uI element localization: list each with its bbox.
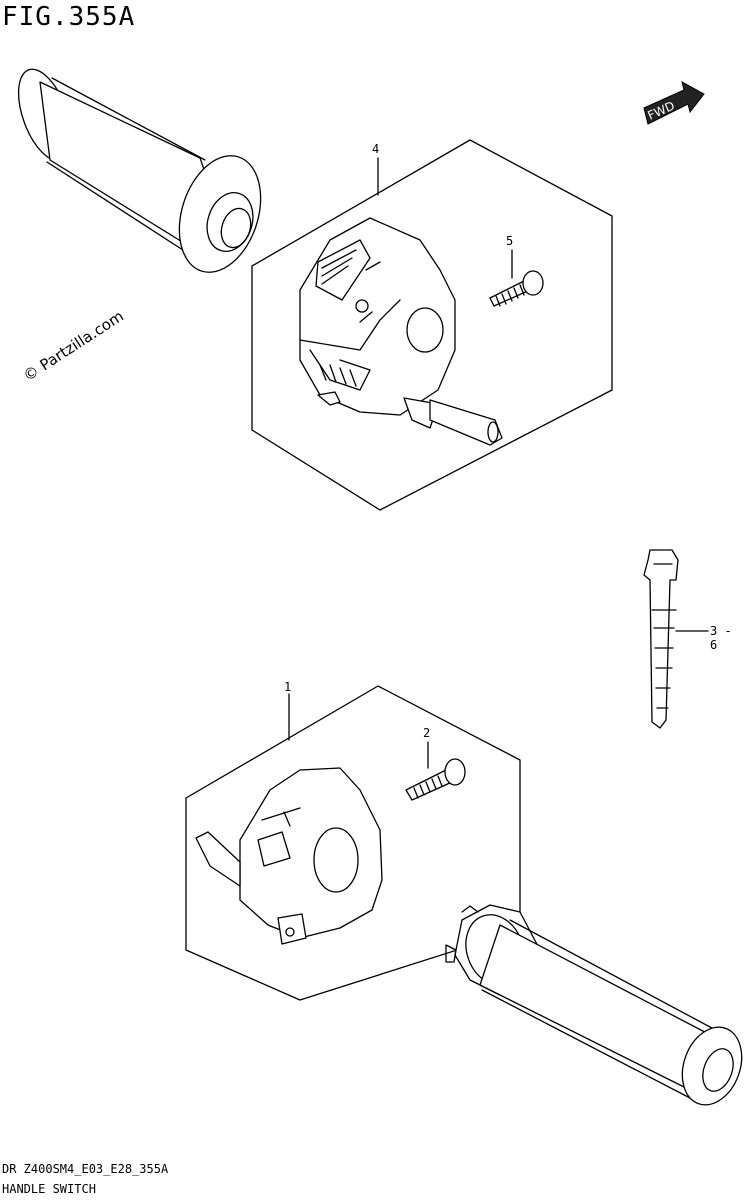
figure-name: HANDLE SWITCH bbox=[2, 1182, 96, 1196]
figure-title: FIG.355A bbox=[2, 2, 136, 32]
grip-upper bbox=[17, 68, 262, 273]
fwd-label: FWD bbox=[646, 99, 677, 123]
handle-switch-right bbox=[299, 217, 503, 446]
grip-lower bbox=[445, 904, 743, 1106]
callout-1: 1 bbox=[284, 680, 292, 694]
screw-2 bbox=[405, 758, 466, 801]
handle-switch-left bbox=[195, 767, 383, 945]
callout-4: 4 bbox=[372, 142, 380, 156]
fwd-arrow-icon: FWD bbox=[643, 81, 705, 125]
callout-3-6: 3 - 6 bbox=[710, 624, 732, 652]
clamp-3-6 bbox=[643, 549, 679, 729]
leader-lines bbox=[288, 157, 709, 769]
group-box-upper bbox=[251, 139, 613, 511]
callout-5: 5 bbox=[506, 234, 514, 248]
screw-5 bbox=[489, 270, 544, 307]
figure-code: DR Z400SM4_E03_E28_355A bbox=[2, 1162, 169, 1176]
callout-2: 2 bbox=[423, 726, 431, 740]
